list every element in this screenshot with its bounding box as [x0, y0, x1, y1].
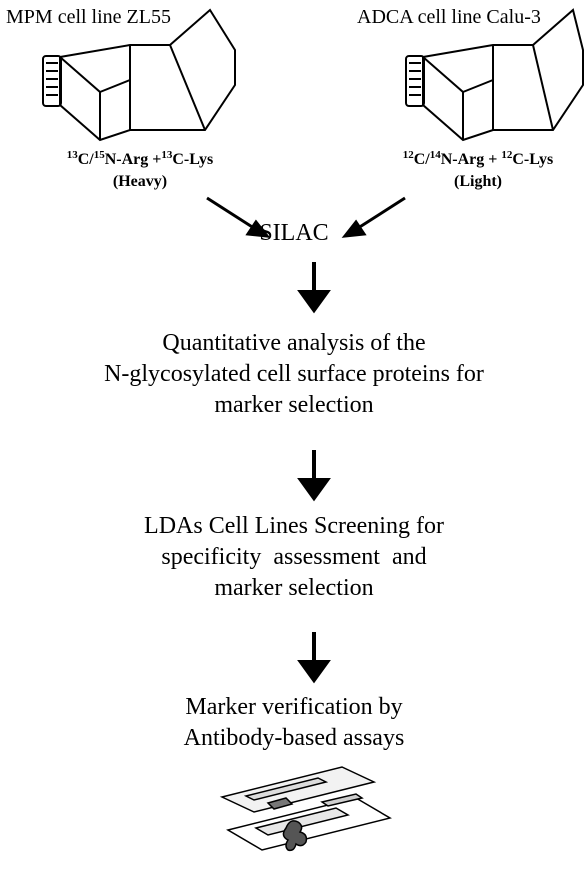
- quant-line-3: marker selection: [214, 392, 374, 418]
- tissue-slide-icon: [219, 766, 392, 852]
- silac-step: SILAC: [259, 220, 329, 246]
- marker-verification-step: Marker verification by Antibody-based as…: [0, 692, 588, 754]
- right-iso-c: 12: [501, 149, 513, 161]
- left-formula-1: C/: [77, 151, 94, 168]
- lda-line-2: specificity assessment and: [161, 544, 427, 570]
- right-iso-b: 14: [429, 149, 441, 161]
- left-flask-icon: [42, 8, 236, 142]
- quant-line-1: Quantitative analysis of the: [162, 330, 426, 356]
- left-iso-a: 13: [66, 149, 78, 161]
- right-flask-title: ADCA cell line Calu-3: [357, 6, 541, 28]
- left-iso-c: 13: [161, 149, 173, 161]
- right-formula-1: C/: [413, 151, 430, 168]
- right-formula-3: C-Lys: [512, 151, 554, 168]
- quant-line-2: N-glycosylated cell surface proteins for: [104, 361, 484, 387]
- down-arrow-icon-3: [297, 632, 331, 684]
- lda-screening-step: LDAs Cell Lines Screening for specificit…: [0, 511, 588, 604]
- down-arrow-icon-1: [297, 262, 331, 314]
- left-heavy-label: (Heavy): [112, 173, 168, 190]
- right-formula-2: N-Arg +: [440, 151, 502, 168]
- right-diagonal-arrow-icon: [341, 196, 406, 238]
- left-formula-3: C-Lys: [172, 151, 214, 168]
- left-isotope-formula: 13C/15N-Arg +13C-Lys: [40, 150, 240, 170]
- quantitative-analysis-step: Quantitative analysis of the N-glycosyla…: [0, 328, 588, 421]
- left-iso-b: 15: [93, 149, 105, 161]
- right-isotope-formula: 12C/14N-Arg + 12C-Lys: [378, 150, 578, 170]
- right-light-label: (Light): [454, 173, 502, 190]
- left-formula-2: N-Arg +: [104, 151, 162, 168]
- left-flask-title: MPM cell line ZL55: [6, 6, 171, 28]
- lda-line-3: marker selection: [214, 575, 374, 601]
- verify-line-1: Marker verification by: [185, 694, 403, 720]
- left-diagonal-arrow-icon: [206, 196, 271, 238]
- verify-line-2: Antibody-based assays: [183, 725, 405, 751]
- right-iso-a: 12: [402, 149, 414, 161]
- lda-line-1: LDAs Cell Lines Screening for: [144, 513, 444, 539]
- right-flask-icon: [405, 8, 584, 142]
- down-arrow-icon-2: [297, 450, 331, 502]
